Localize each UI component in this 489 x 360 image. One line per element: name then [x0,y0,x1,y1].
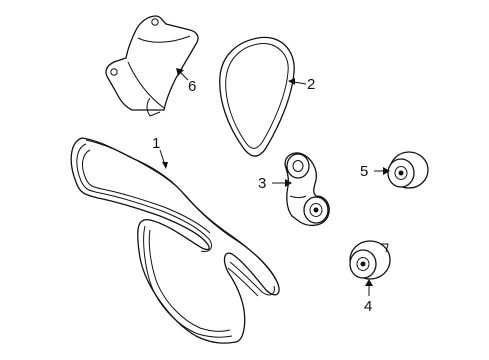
callout-2: 2 [307,76,315,93]
arrowhead-1 [162,162,168,169]
belt-cover [105,15,199,117]
callout-6: 6 [188,78,196,95]
leader-lines [159,68,390,296]
idler-pulley-lower [349,240,391,280]
callout-5: 5 [360,163,368,180]
callout-3: 3 [258,175,266,192]
arrowhead-3 [285,179,292,187]
leader-2 [293,81,307,85]
callout-1: 1 [152,135,160,152]
leader-6 [179,71,189,81]
arrowhead-6 [176,68,184,76]
belt-tensioner [284,152,330,227]
accessory-belt [219,36,295,157]
callout-4: 4 [364,298,372,315]
arrowhead-5 [383,167,390,175]
arrowhead-4 [365,279,373,286]
arrowhead-2 [288,78,295,85]
idler-pulley-upper [387,151,429,189]
serpentine-belt [70,137,280,344]
